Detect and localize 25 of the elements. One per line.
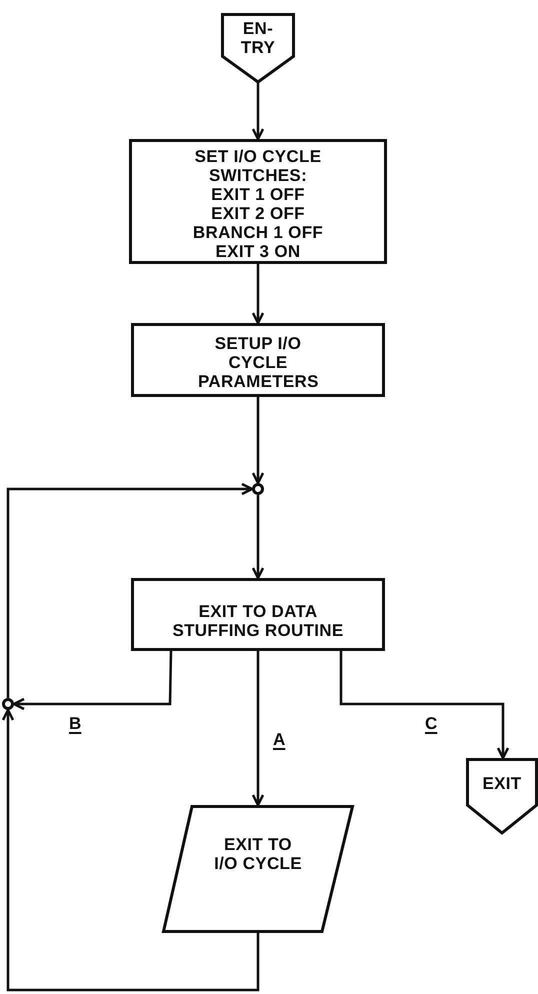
node-text: EXIT TO I/O CYCLE [213,835,303,873]
node-text: SETUP I/O CYCLE PARAMETERS [198,334,318,390]
arrow [12,650,172,710]
node-text: EXIT 3 ON [216,242,300,260]
edge-label: B [66,714,84,734]
edge-label: C [422,714,440,734]
arrow [2,708,260,992]
node-text: SET I/O CYCLE SWITCHES: [194,146,322,184]
node-text: EXIT TO DATA STUFFING ROUTINE [171,602,344,640]
arrow [6,482,254,698]
arrow [252,83,264,140]
arrow [252,651,264,806]
arrow [252,264,264,324]
process-box [131,323,385,397]
arrow [340,651,510,760]
node-text: EN- TRY [240,19,276,57]
arrow [252,397,264,484]
node-text: BRANCH 1 OFF [192,222,324,242]
node-text: EXIT 1 OFF [211,184,305,204]
process-box [131,578,385,651]
node-text: EXIT [482,774,522,793]
edge-label: A [270,730,288,750]
arrow [252,495,264,580]
process-box [129,139,387,264]
node-text: EXIT 2 OFF [211,204,305,222]
